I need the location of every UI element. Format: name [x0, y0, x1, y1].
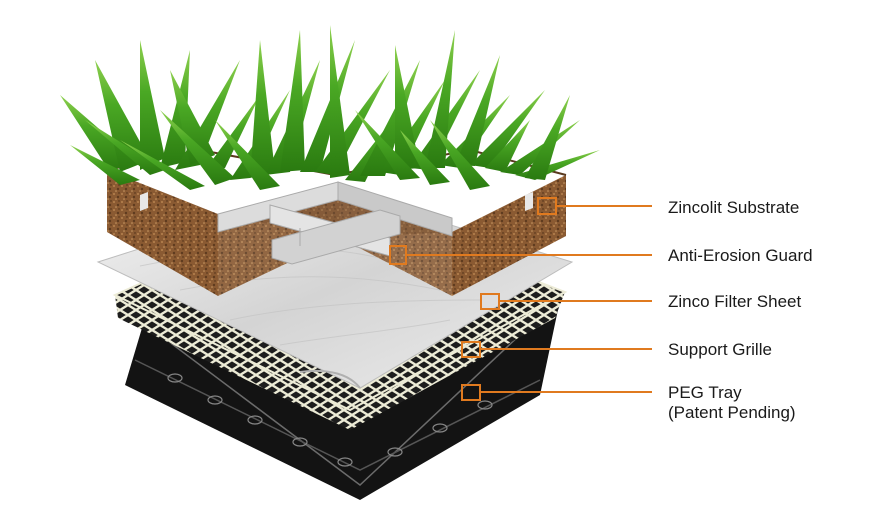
label-patent-pending: (Patent Pending) [668, 403, 796, 422]
label-zincolit-substrate: Zincolit Substrate [668, 198, 799, 217]
label-anti-erosion-guard: Anti-Erosion Guard [668, 246, 813, 265]
callouts [389, 197, 652, 401]
label-support-grille: Support Grille [668, 340, 772, 359]
label-zinco-filter-sheet: Zinco Filter Sheet [668, 292, 801, 311]
callout-labels: Zincolit Substrate Anti-Erosion Guard Zi… [668, 198, 813, 422]
grass-vegetation [60, 25, 600, 190]
anti-erosion-guard-layer [140, 181, 533, 265]
label-peg-tray: PEG Tray [668, 383, 742, 402]
